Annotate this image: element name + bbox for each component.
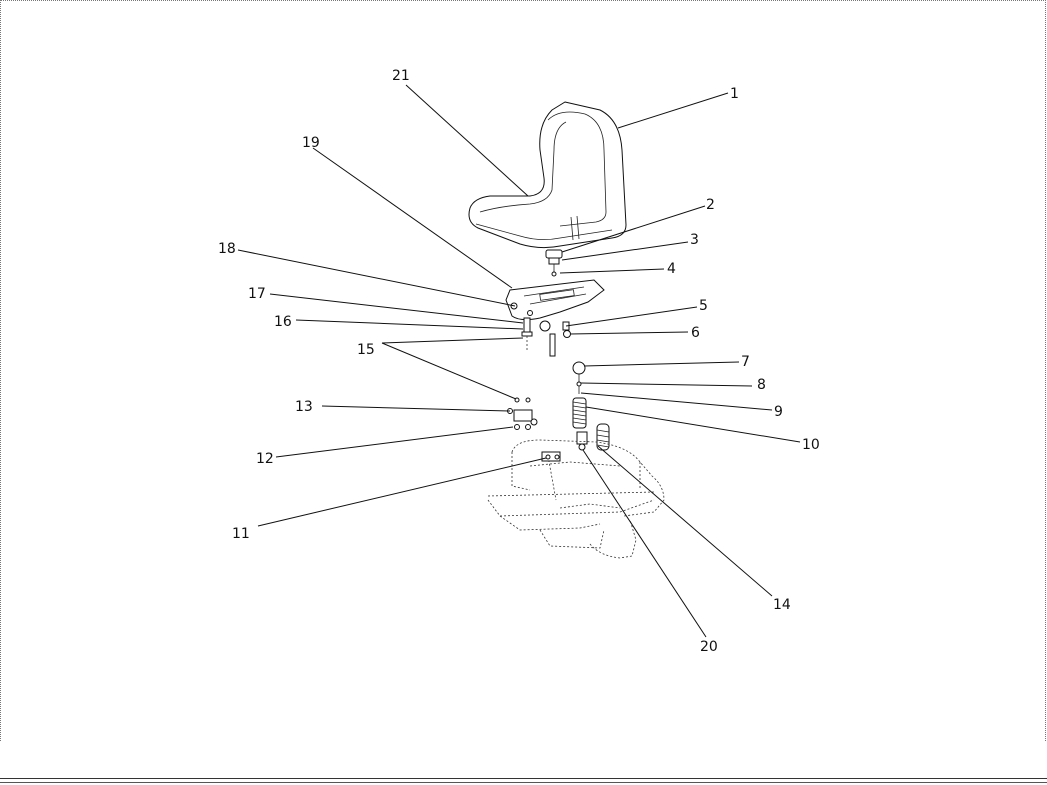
callout-12: 12 bbox=[256, 451, 274, 467]
callout-15: 15 bbox=[357, 342, 375, 358]
bottom-rule bbox=[0, 778, 1047, 779]
drawing-frame bbox=[0, 0, 1046, 741]
callout-1: 1 bbox=[730, 86, 739, 102]
shock-absorber-stack bbox=[572, 361, 588, 451]
bracket-group bbox=[507, 397, 538, 430]
callout-14: 14 bbox=[773, 597, 791, 613]
callout-9: 9 bbox=[774, 404, 783, 420]
callout-18: 18 bbox=[218, 241, 236, 257]
callout-19: 19 bbox=[302, 135, 320, 151]
callout-4: 4 bbox=[667, 261, 676, 277]
callout-3: 3 bbox=[690, 232, 699, 248]
leader-lines bbox=[237, 84, 801, 638]
callout-8: 8 bbox=[757, 377, 766, 393]
callout-11: 11 bbox=[232, 526, 250, 542]
spring-secondary bbox=[596, 423, 610, 451]
callout-7: 7 bbox=[741, 354, 750, 370]
callout-21: 21 bbox=[392, 68, 410, 84]
seat bbox=[468, 101, 627, 249]
callout-5: 5 bbox=[699, 298, 708, 314]
callout-2: 2 bbox=[706, 197, 715, 213]
callout-10: 10 bbox=[802, 437, 820, 453]
bottom-rule-secondary bbox=[0, 782, 1047, 783]
knob-part-2 bbox=[545, 249, 563, 277]
callout-6: 6 bbox=[691, 325, 700, 341]
callout-13: 13 bbox=[295, 399, 313, 415]
chassis-body bbox=[487, 439, 665, 559]
callout-17: 17 bbox=[248, 286, 266, 302]
callout-20: 20 bbox=[700, 639, 718, 655]
bolt-set-upper bbox=[521, 317, 571, 357]
callout-16: 16 bbox=[274, 314, 292, 330]
mounting-plate bbox=[505, 279, 605, 321]
callout-labels: 1 2 3 4 5 6 7 8 9 10 11 12 13 14 15 16 1… bbox=[218, 68, 820, 655]
